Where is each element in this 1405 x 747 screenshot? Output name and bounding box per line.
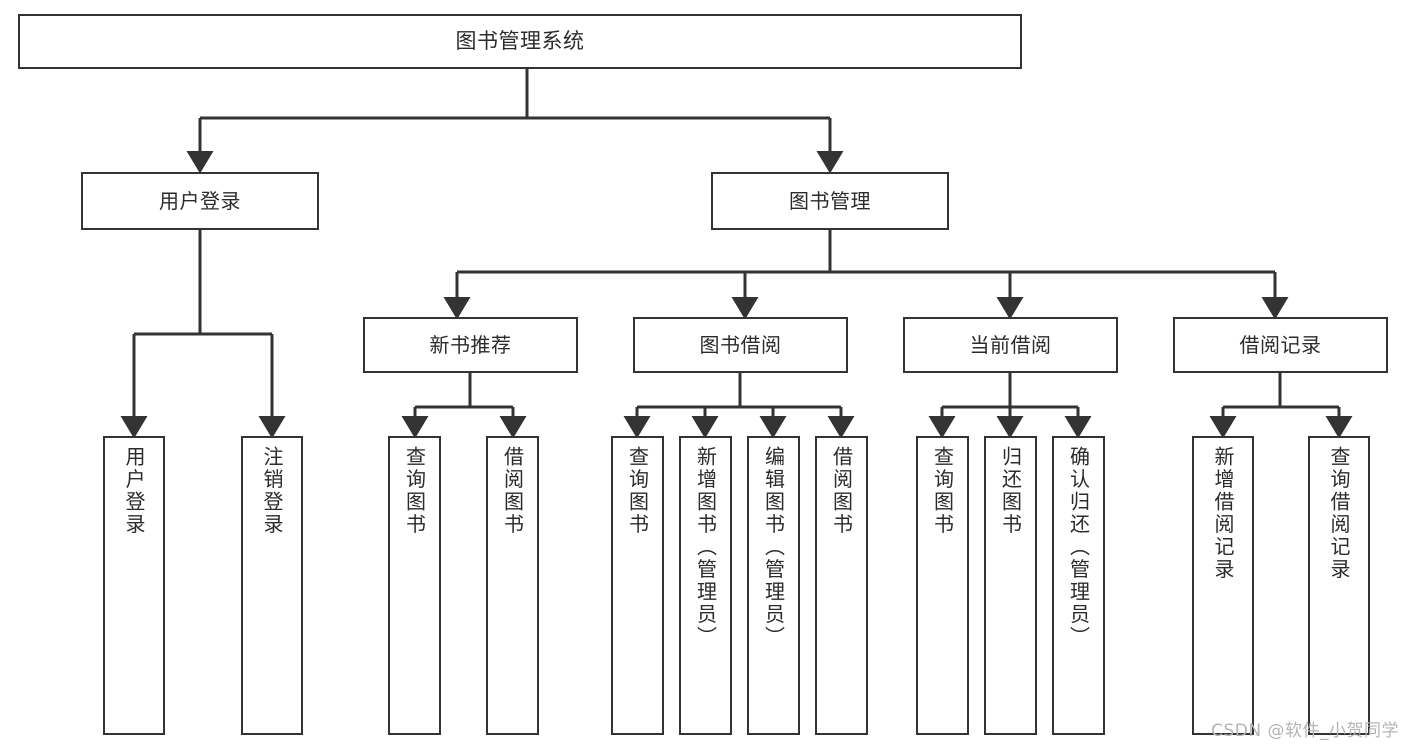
node-leaf-user-logout[interactable]: 注销登录: [241, 436, 303, 735]
node-leaf-borrow-book-recommend-label: 借阅图书: [500, 446, 525, 536]
node-leaf-return-book[interactable]: 归还图书: [984, 436, 1037, 735]
node-leaf-add-borrow-record-label: 新增借阅记录: [1211, 446, 1235, 581]
node-book-management-label: 图书管理: [789, 188, 871, 213]
node-leaf-query-book-borrow-label: 查询图书: [625, 446, 650, 536]
node-current-borrow-label: 当前借阅: [969, 332, 1052, 357]
node-leaf-query-book-recommend[interactable]: 查询图书: [388, 436, 441, 735]
node-leaf-add-borrow-record[interactable]: 新增借阅记录: [1192, 436, 1254, 735]
node-leaf-borrow-book-label: 借阅图书: [829, 446, 854, 536]
node-leaf-query-book-recommend-label: 查询图书: [402, 446, 427, 536]
node-root-book-management-system[interactable]: 图书管理系统: [18, 14, 1022, 69]
node-borrow-record-label: 借阅记录: [1239, 332, 1322, 357]
node-leaf-add-book-admin-label: 新增图书（管理员）: [693, 446, 718, 649]
node-leaf-query-borrow-record-label: 查询借阅记录: [1327, 446, 1351, 581]
node-root-label: 图书管理系统: [455, 28, 585, 53]
node-leaf-confirm-return-admin-label: 确认归还（管理员）: [1066, 446, 1091, 649]
node-leaf-user-login-label: 用户登录: [122, 446, 146, 536]
node-leaf-query-borrow-record[interactable]: 查询借阅记录: [1308, 436, 1370, 735]
node-leaf-return-book-label: 归还图书: [998, 446, 1023, 536]
node-leaf-add-book-admin[interactable]: 新增图书（管理员）: [679, 436, 732, 735]
node-user-login[interactable]: 用户登录: [81, 172, 319, 230]
node-current-borrow[interactable]: 当前借阅: [903, 317, 1118, 373]
node-book-borrow[interactable]: 图书借阅: [633, 317, 848, 373]
node-leaf-query-book-current-label: 查询图书: [930, 446, 955, 536]
node-borrow-record[interactable]: 借阅记录: [1173, 317, 1388, 373]
node-leaf-query-book-borrow[interactable]: 查询图书: [611, 436, 664, 735]
node-leaf-query-book-current[interactable]: 查询图书: [916, 436, 969, 735]
csdn-watermark: CSDN @软件_小贺同学: [1211, 721, 1399, 741]
node-leaf-borrow-book[interactable]: 借阅图书: [815, 436, 868, 735]
node-leaf-edit-book-admin-label: 编辑图书（管理员）: [761, 446, 786, 649]
node-user-login-label: 用户登录: [159, 188, 241, 213]
node-book-borrow-label: 图书借阅: [699, 332, 782, 357]
node-leaf-user-logout-label: 注销登录: [260, 446, 284, 536]
node-book-management[interactable]: 图书管理: [711, 172, 949, 230]
node-leaf-user-login[interactable]: 用户登录: [103, 436, 165, 735]
node-leaf-edit-book-admin[interactable]: 编辑图书（管理员）: [747, 436, 800, 735]
node-leaf-confirm-return-admin[interactable]: 确认归还（管理员）: [1052, 436, 1105, 735]
node-leaf-borrow-book-recommend[interactable]: 借阅图书: [486, 436, 539, 735]
node-new-book-recommend-label: 新书推荐: [429, 332, 512, 357]
node-new-book-recommend[interactable]: 新书推荐: [363, 317, 578, 373]
